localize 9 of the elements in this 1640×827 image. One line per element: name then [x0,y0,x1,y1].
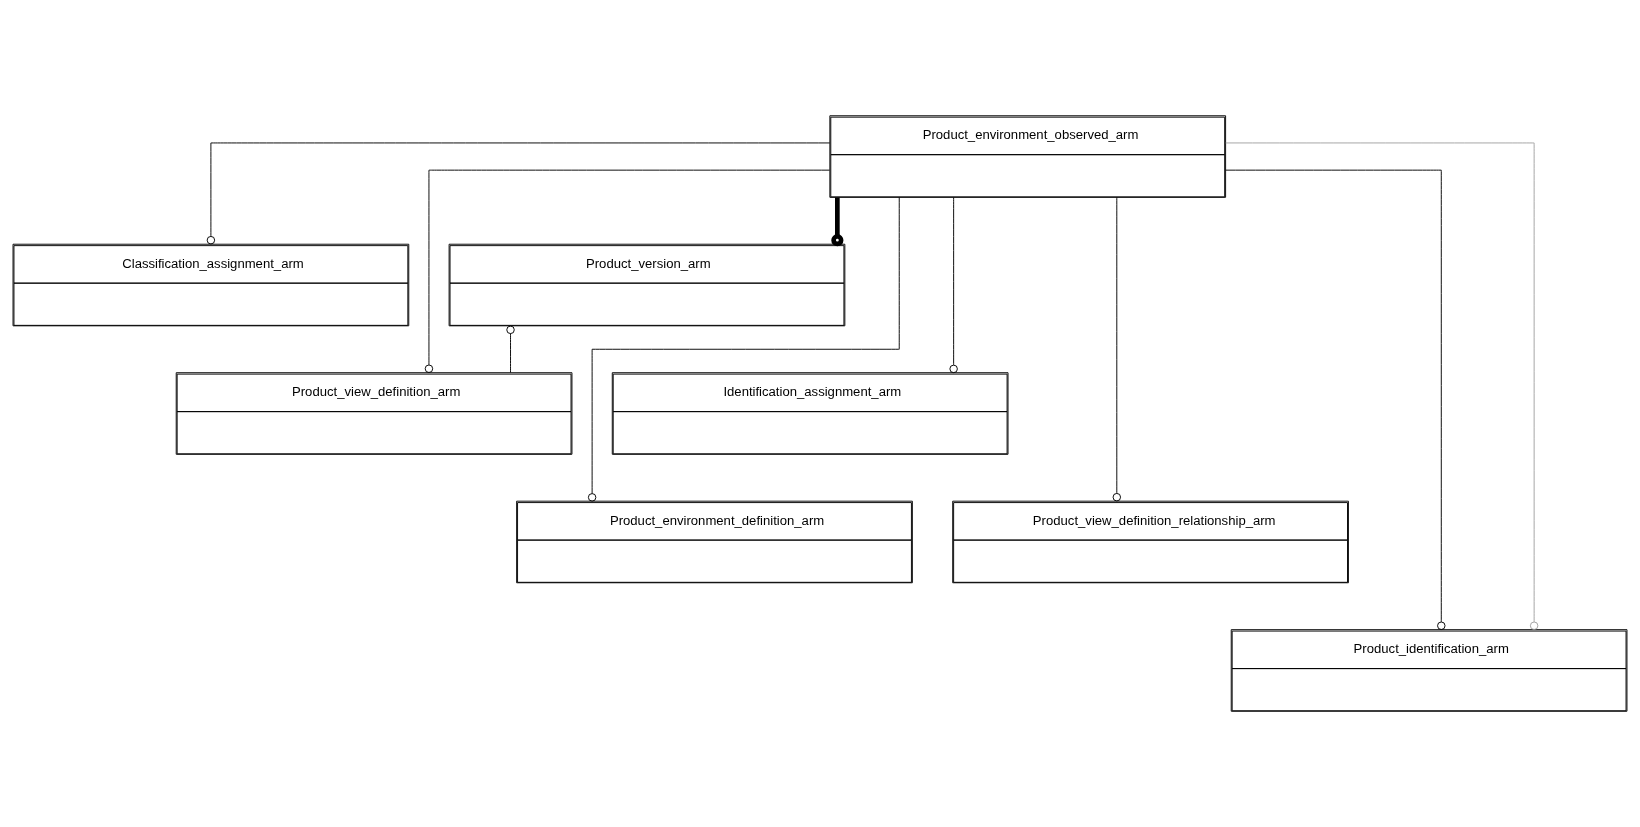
connector [424,169,831,373]
connector [506,325,515,373]
connector [831,197,844,247]
connector [1112,196,1122,502]
connector [1225,169,1446,630]
connector [1225,142,1539,630]
connector [587,196,900,502]
connector [949,197,958,374]
connector [206,142,831,245]
